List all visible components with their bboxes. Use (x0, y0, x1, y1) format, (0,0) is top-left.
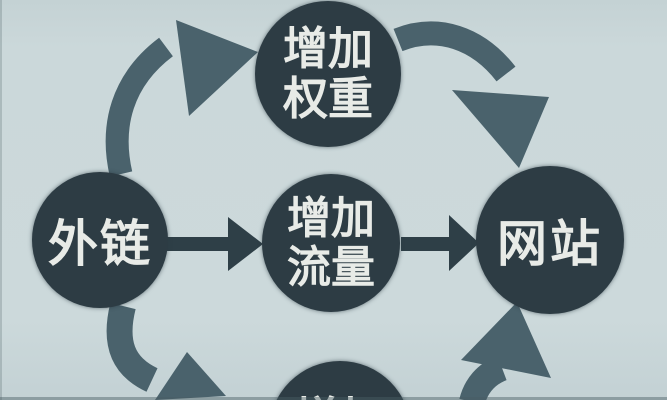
node-label: 增加 权重 (282, 22, 373, 125)
node-label: 增加 流量 (287, 193, 375, 293)
curved-arrow-links-to-weight (105, 20, 258, 177)
node-website: 网站 (476, 166, 624, 314)
node-label: 网站 (497, 215, 603, 273)
left-edge-shade (0, 0, 2, 400)
curved-arrow-weight-to-website (393, 21, 549, 168)
node-increase-traffic: 增加 流量 (262, 174, 400, 312)
node-increase-weight: 增加 权重 (255, 1, 401, 147)
node-external-links: 外链 (32, 172, 168, 308)
curved-arrow-links-to-bottom (106, 302, 226, 400)
node-label: 外链 (48, 215, 152, 273)
straight-arrow-links-to-traffic (165, 217, 263, 271)
straight-arrow-traffic-to-website (401, 215, 479, 271)
node-label: 增加 (295, 361, 385, 400)
bottom-edge-shade (0, 397, 667, 400)
curved-arrow-bottom-to-website (459, 302, 551, 400)
